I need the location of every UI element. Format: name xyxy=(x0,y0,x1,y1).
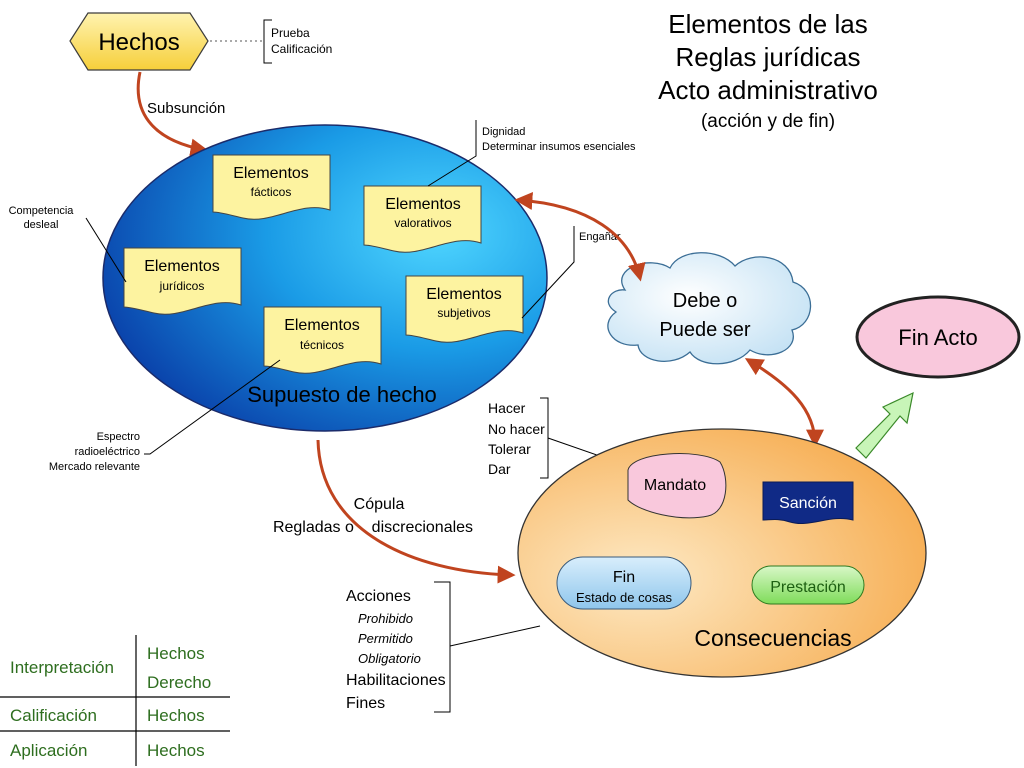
supuesto-label: Supuesto de hecho xyxy=(247,382,437,407)
fin-acto-label: Fin Acto xyxy=(898,325,977,350)
copula-label: Cópula xyxy=(354,496,405,513)
tecnicos-title: Elementos xyxy=(284,317,360,334)
facticos-title: Elementos xyxy=(233,165,309,182)
bottom-table: Interpretación Hechos Derecho Calificaci… xyxy=(0,635,230,766)
acciones-title: Acciones xyxy=(346,588,411,605)
hechos-note-prueba: Prueba xyxy=(271,26,310,40)
title-line-1: Elementos de las xyxy=(668,9,867,39)
cloud-line-1: Debe o xyxy=(673,290,738,312)
fin-shape: Fin Estado de cosas xyxy=(556,556,692,610)
acciones-fines: Fines xyxy=(346,695,385,712)
copula-arrow xyxy=(316,439,516,584)
title-line-4: (acción y de fin) xyxy=(701,111,835,132)
juridicos-title: Elementos xyxy=(144,258,220,275)
hechos-bracket xyxy=(263,19,272,64)
juridicos-sub: jurídicos xyxy=(159,279,205,293)
cloud-debe-puede: Debe o Puede ser xyxy=(607,252,812,365)
competencia-line-1: Competencia xyxy=(9,205,75,217)
subjetivos-title: Elementos xyxy=(426,286,502,303)
annotation-espectro: Espectro radioeléctrico Mercado relevant… xyxy=(49,359,281,473)
valorativos-sub: valorativos xyxy=(394,216,451,230)
acciones-list: Acciones Prohibido Permitido Obligatorio… xyxy=(346,581,541,713)
sancion-shape: Sanción xyxy=(762,481,854,524)
diagram-title: Elementos de las Reglas jurídicas Acto a… xyxy=(658,9,878,132)
valorativos-title: Elementos xyxy=(385,196,461,213)
doc-elementos-juridicos: Elementos jurídicos xyxy=(123,247,242,315)
mandato-tolerar: Tolerar xyxy=(488,441,531,457)
acciones-permitido: Permitido xyxy=(358,631,413,646)
table-row-interpretacion-label: Interpretación xyxy=(10,658,114,677)
mandato-no-hacer: No hacer xyxy=(488,421,545,437)
table-row-interpretacion-hechos: Hechos xyxy=(147,644,205,663)
prestacion-shape: Prestación xyxy=(751,565,865,605)
hechos-node: Hechos xyxy=(69,12,209,71)
sancion-label: Sanción xyxy=(779,495,837,512)
subsuncion-arrow xyxy=(136,71,209,157)
espectro-line-2: radioeléctrico xyxy=(75,446,140,458)
fin-label: Fin xyxy=(613,569,635,586)
prestacion-label: Prestación xyxy=(770,579,846,596)
acciones-prohibido: Prohibido xyxy=(358,611,413,626)
dignidad-line-1: Dignidad xyxy=(482,126,525,138)
acciones-obligatorio: Obligatorio xyxy=(358,651,421,666)
table-row-interpretacion-derecho: Derecho xyxy=(147,673,211,692)
doc-elementos-tecnicos: Elementos técnicos xyxy=(263,306,382,374)
table-row-calificacion-hechos: Hechos xyxy=(147,706,205,725)
consecuencias-label: Consecuencias xyxy=(694,625,851,651)
mandato-label: Mandato xyxy=(644,477,706,494)
hechos-hexagon xyxy=(69,12,209,71)
mandato-hacer: Hacer xyxy=(488,400,526,416)
fin-acto-node: Fin Acto xyxy=(855,295,1021,379)
mandato-shape: Mandato xyxy=(627,453,727,519)
title-line-2: Reglas jurídicas xyxy=(676,42,861,72)
estado-label: Estado de cosas xyxy=(576,590,673,605)
dignidad-line-2: Determinar insumos esenciales xyxy=(482,141,636,153)
espectro-line-1: Espectro xyxy=(97,431,140,443)
acciones-habilitaciones: Habilitaciones xyxy=(346,672,446,689)
cloud-line-2: Puede ser xyxy=(659,319,751,341)
doc-elementos-facticos: Elementos fácticos xyxy=(212,154,331,220)
doc-elementos-subjetivos: Elementos subjetivos xyxy=(405,275,524,343)
title-line-3: Acto administrativo xyxy=(658,75,878,105)
facticos-sub: fácticos xyxy=(251,185,292,199)
annotation-dignidad: Dignidad Determinar insumos esenciales xyxy=(427,120,636,187)
arrow-cloud-consecuencias xyxy=(744,358,824,448)
tecnicos-sub: técnicos xyxy=(300,338,344,352)
table-row-calificacion-label: Calificación xyxy=(10,706,97,725)
annotation-competencia: Competencia desleal xyxy=(9,205,127,283)
subsuncion-label: Subsunción xyxy=(147,100,225,117)
hechos-label: Hechos xyxy=(98,29,179,56)
subjetivos-sub: subjetivos xyxy=(437,306,490,320)
hechos-note-calificacion: Calificación xyxy=(271,42,332,56)
table-row-aplicacion-label: Aplicación xyxy=(10,741,88,760)
doc-elementos-valorativos: Elementos valorativos xyxy=(363,185,482,253)
mandato-list: Hacer No hacer Tolerar Dar xyxy=(488,397,641,479)
table-row-aplicacion-hechos: Hechos xyxy=(147,741,205,760)
copula-regladas-label: Regladas o discrecionales xyxy=(273,519,473,536)
mandato-dar: Dar xyxy=(488,461,511,477)
competencia-line-2: desleal xyxy=(24,219,59,231)
espectro-line-3: Mercado relevante xyxy=(49,461,140,473)
arrow-valorativos-cloud xyxy=(514,192,646,282)
green-up-arrow-icon xyxy=(855,391,914,459)
